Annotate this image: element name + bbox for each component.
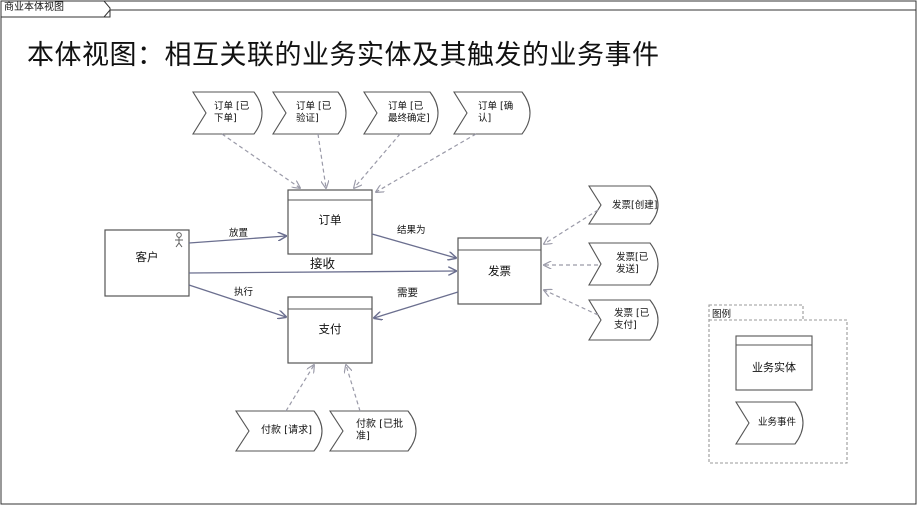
relation-arrows <box>188 233 459 318</box>
event-shape-order-verified <box>272 91 347 135</box>
arrow-receive <box>188 271 456 273</box>
event-shape-order-finalized <box>363 91 439 135</box>
arrow-place <box>188 236 286 244</box>
legend-event-shape <box>735 401 804 445</box>
entity-customer <box>104 229 190 297</box>
arrow-results-in <box>371 233 456 258</box>
event-shape-order-confirmed <box>453 91 531 135</box>
event-shape-invoice-paid <box>588 299 659 341</box>
legend-entity-box <box>735 335 813 391</box>
page-title: 本体视图：相互关联的业务实体及其触发的业务事件 <box>27 40 660 71</box>
frame-tab-label: 商业本体视图 <box>4 2 64 13</box>
event-shape-order-placed <box>192 91 263 135</box>
event-shape-payment-requested <box>234 410 323 452</box>
actor-icon <box>175 232 183 248</box>
entity-payment <box>287 296 373 364</box>
arrow-execute <box>188 284 286 317</box>
event-shape-invoice-sent <box>588 242 659 286</box>
event-shapes <box>192 91 659 452</box>
entity-invoice <box>457 237 542 305</box>
event-shape-invoice-created <box>588 185 659 225</box>
entity-order <box>287 189 373 255</box>
arrow-requires <box>374 291 459 318</box>
trigger-arrows <box>221 133 599 412</box>
event-shape-payment-approved <box>328 410 417 452</box>
legend <box>708 304 848 464</box>
